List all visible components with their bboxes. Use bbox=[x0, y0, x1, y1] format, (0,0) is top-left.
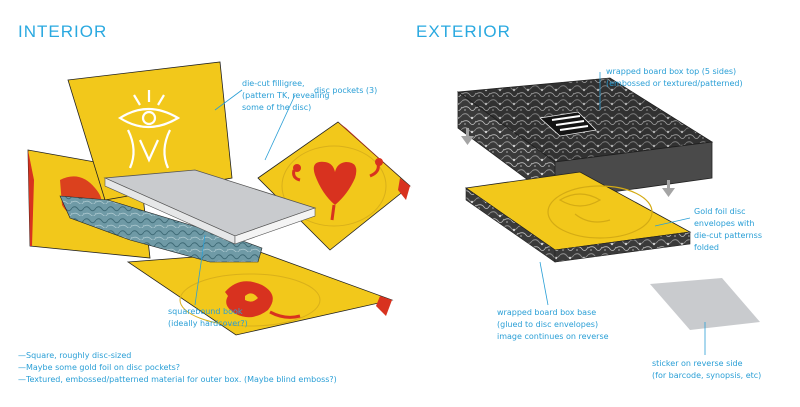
exterior-leader-lines bbox=[539, 72, 706, 355]
box-base bbox=[464, 171, 692, 263]
down-arrow-icon bbox=[662, 180, 675, 197]
label-die-cut-filigree: die-cut filligree, (pattern TK, revealin… bbox=[242, 79, 330, 112]
label-disc-pockets: disc pockets (3) bbox=[314, 86, 378, 95]
exterior-heading: EXTERIOR bbox=[416, 22, 511, 41]
exterior-illustration bbox=[456, 72, 760, 355]
top-disc-pocket bbox=[67, 61, 233, 201]
label-squarebound-book: squarebound book (ideally hardcover?) bbox=[168, 307, 248, 328]
interior-illustration bbox=[27, 61, 412, 336]
squarebound-book bbox=[103, 169, 317, 245]
red-swirl-emblem bbox=[225, 281, 301, 319]
box-top bbox=[456, 77, 714, 201]
logo-mark-icon bbox=[539, 111, 597, 137]
patterned-spine bbox=[59, 195, 263, 263]
note-line: —Textured, embossed/patterned material f… bbox=[18, 375, 337, 384]
down-arrow-icon bbox=[461, 128, 474, 145]
bottom-disc-pocket bbox=[126, 251, 394, 336]
right-disc-pocket bbox=[257, 121, 412, 251]
note-line: —Square, roughly disc-sized bbox=[18, 351, 132, 360]
red-heart-emblem bbox=[292, 158, 383, 221]
label-box-base: wrapped board box base (glued to disc en… bbox=[497, 308, 609, 341]
filigree-eye-icon bbox=[117, 90, 181, 169]
note-line: —Maybe some gold foil on disc pockets? bbox=[18, 363, 181, 372]
label-gold-foil-envelopes: Gold foil disc envelopes with die-cut pa… bbox=[694, 207, 762, 252]
label-sticker: sticker on reverse side (for barcode, sy… bbox=[652, 359, 762, 380]
interior-heading: INTERIOR bbox=[18, 22, 108, 41]
embossed-filigree bbox=[547, 185, 653, 239]
interior-leader-lines bbox=[194, 89, 296, 306]
design-notes: —Square, roughly disc-sized —Maybe some … bbox=[18, 350, 337, 386]
label-box-top: wrapped board box top (5 sides) (embosse… bbox=[606, 67, 743, 88]
sticker bbox=[650, 278, 760, 330]
